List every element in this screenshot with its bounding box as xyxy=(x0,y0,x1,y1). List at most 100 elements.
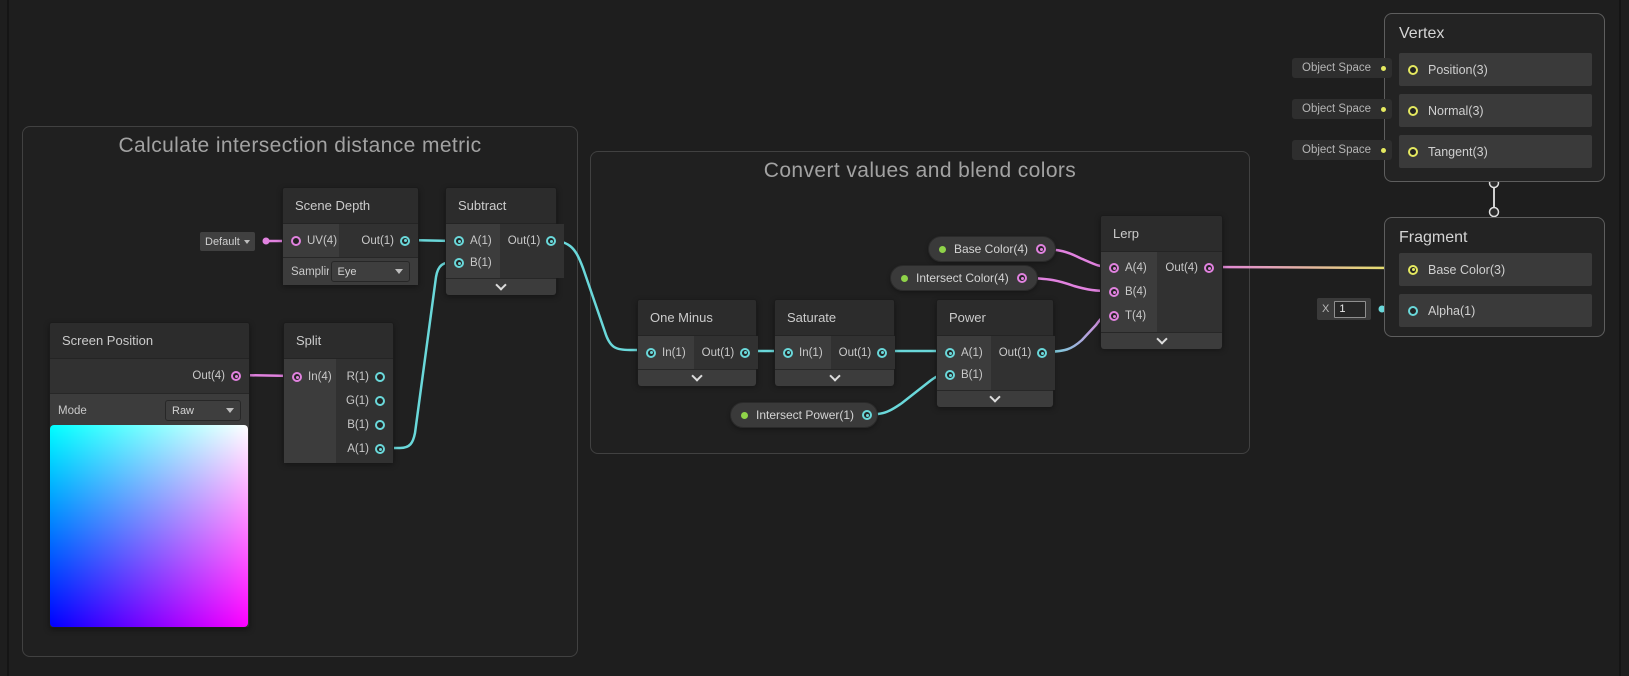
out-port[interactable] xyxy=(1017,273,1027,283)
node-split[interactable]: Split In(4) R(1) G(1) B(1) A(1) xyxy=(283,322,394,463)
t-input-port[interactable] xyxy=(1109,311,1119,321)
node-title: Subtract xyxy=(446,188,556,224)
tangent-input-port[interactable] xyxy=(1408,146,1418,157)
alpha-value-input[interactable] xyxy=(1334,300,1367,318)
dropdown-arrow-icon xyxy=(395,269,403,274)
node-title: Screen Position xyxy=(50,323,249,359)
port-label: Out(1) xyxy=(701,346,735,359)
dropdown-arrow-icon xyxy=(243,239,250,244)
node-scene-depth[interactable]: Scene Depth UV(4) Out(1) Samplir Eye xyxy=(282,187,419,285)
property-intersect-color[interactable]: Intersect Color(4) xyxy=(890,265,1038,291)
node-title: Scene Depth xyxy=(283,188,418,224)
sampler-dropdown[interactable]: Eye xyxy=(330,261,410,282)
default-label: Default xyxy=(205,235,240,248)
in-port[interactable] xyxy=(292,372,302,382)
b-input-port[interactable] xyxy=(1109,287,1119,297)
out-port[interactable] xyxy=(400,235,410,246)
mode-label: Mode xyxy=(58,404,87,417)
port-label: B(1) xyxy=(470,257,492,269)
port-label: In(4) xyxy=(308,371,332,383)
preview-toggle[interactable] xyxy=(937,390,1053,407)
port-label: A(1) xyxy=(470,235,492,247)
property-intersect-power[interactable]: Intersect Power(1) xyxy=(730,402,878,428)
vertex-slot-position[interactable]: Position(3) xyxy=(1399,53,1592,86)
port-label: Out(1) xyxy=(507,235,541,247)
space-label: Object Space xyxy=(1302,144,1372,156)
slot-label: Base Color(3) xyxy=(1428,262,1506,277)
node-one-minus[interactable]: One Minus In(1) Out(1) xyxy=(637,299,759,386)
a-input-port[interactable] xyxy=(945,348,955,358)
a-out-port[interactable] xyxy=(375,444,385,454)
uv-input-port[interactable] xyxy=(291,235,301,246)
slot-label: Tangent(3) xyxy=(1428,144,1488,159)
base-color-input-port[interactable] xyxy=(1408,264,1418,275)
group-title: Convert values and blend colors xyxy=(763,159,1077,182)
chevron-down-icon xyxy=(989,390,1001,403)
node-saturate[interactable]: Saturate In(1) Out(1) xyxy=(774,299,896,386)
node-title: Lerp xyxy=(1101,216,1222,252)
in-port[interactable] xyxy=(646,347,656,358)
port-label: R(1) xyxy=(346,371,369,383)
property-base-color[interactable]: Base Color(4) xyxy=(928,236,1056,262)
port-label: T(4) xyxy=(1125,310,1147,322)
port-label: A(4) xyxy=(1125,262,1147,274)
a-input-port[interactable] xyxy=(454,236,464,246)
slot-label: Normal(3) xyxy=(1428,103,1484,118)
out-port[interactable] xyxy=(1036,244,1047,254)
slot-label: Alpha(1) xyxy=(1428,303,1476,318)
node-power[interactable]: Power A(1) B(1) Out(1) xyxy=(936,299,1056,407)
out-port[interactable] xyxy=(546,236,557,246)
connector-bottom-circle xyxy=(1488,206,1500,218)
object-space-dropdown[interactable]: Object Space xyxy=(1292,99,1392,119)
preview-toggle[interactable] xyxy=(638,369,756,386)
alpha-input-port[interactable] xyxy=(1408,305,1418,316)
preview-toggle[interactable] xyxy=(775,369,894,386)
out-port[interactable] xyxy=(1037,348,1048,358)
port-dot xyxy=(1381,147,1386,153)
node-title: Split xyxy=(284,323,393,359)
b-out-port[interactable] xyxy=(375,420,385,430)
g-out-port[interactable] xyxy=(375,396,385,406)
port-label: B(4) xyxy=(1125,286,1147,298)
space-label: Object Space xyxy=(1302,103,1372,115)
out-port[interactable] xyxy=(877,347,888,358)
out-port[interactable] xyxy=(231,371,241,381)
mode-dropdown[interactable]: Raw xyxy=(165,400,241,421)
fragment-slot-alpha[interactable]: Alpha(1) xyxy=(1399,294,1592,327)
preview-toggle[interactable] xyxy=(446,278,556,295)
node-screen-position[interactable]: Screen Position Out(4) Mode Raw xyxy=(49,322,250,628)
chevron-down-icon xyxy=(495,278,507,291)
out-port[interactable] xyxy=(1204,263,1214,273)
port-label: G(1) xyxy=(346,395,369,407)
out-port[interactable] xyxy=(862,410,873,420)
a-input-port[interactable] xyxy=(1109,263,1119,273)
object-space-dropdown[interactable]: Object Space xyxy=(1292,58,1392,78)
port-label: Out(4) xyxy=(192,370,225,382)
dropdown-arrow-icon xyxy=(226,408,234,413)
b-input-port[interactable] xyxy=(454,258,464,268)
node-fragment-stack[interactable]: Fragment Base Color(3) Alpha(1) xyxy=(1384,217,1605,337)
fragment-slot-base-color[interactable]: Base Color(3) xyxy=(1399,253,1592,286)
r-out-port[interactable] xyxy=(375,372,385,382)
preview-toggle[interactable] xyxy=(1101,332,1222,349)
vertex-slot-tangent[interactable]: Tangent(3) xyxy=(1399,135,1592,168)
position-input-port[interactable] xyxy=(1408,64,1418,75)
out-port[interactable] xyxy=(740,347,751,358)
node-lerp[interactable]: Lerp A(4) B(4) T(4) Out(4) xyxy=(1100,215,1223,349)
normal-input-port[interactable] xyxy=(1408,105,1418,116)
port-label: In(1) xyxy=(799,346,823,359)
node-title: Fragment xyxy=(1399,229,1468,246)
chevron-down-icon xyxy=(828,369,841,382)
node-subtract[interactable]: Subtract A(1) B(1) Out(1) xyxy=(445,187,565,295)
object-space-dropdown[interactable]: Object Space xyxy=(1292,140,1392,160)
in-port[interactable] xyxy=(783,347,793,358)
group-calc-intersection[interactable]: Calculate intersection distance metric xyxy=(22,126,578,657)
node-title: Vertex xyxy=(1399,25,1445,42)
default-dropdown[interactable]: Default xyxy=(200,232,255,251)
vertex-slot-normal[interactable]: Normal(3) xyxy=(1399,94,1592,127)
b-input-port[interactable] xyxy=(945,370,955,380)
slot-label: Position(3) xyxy=(1428,62,1488,77)
node-vertex-stack[interactable]: Vertex Position(3) Normal(3) Tangent(3) xyxy=(1384,13,1605,182)
panel-edge-right xyxy=(1619,0,1621,676)
